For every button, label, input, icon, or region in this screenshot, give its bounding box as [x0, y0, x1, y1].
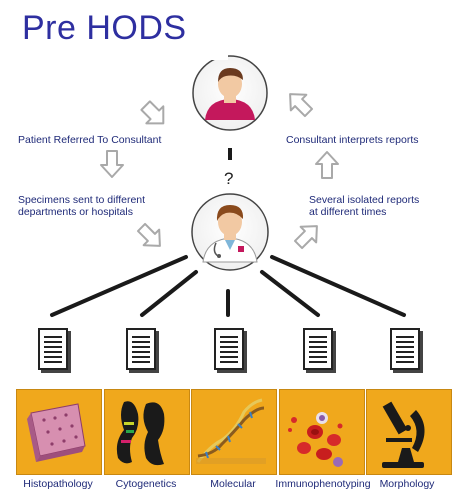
- caption-immunophenotyping: Immunophenotyping: [275, 478, 371, 490]
- consultant-node: [191, 193, 269, 271]
- caption-cytogenetics: Cytogenetics: [115, 478, 177, 490]
- page-title: Pre HODS: [8, 8, 228, 60]
- blood-cells-icon: [288, 412, 343, 467]
- question-mark: ?: [224, 169, 234, 188]
- report-document-icon: [126, 328, 156, 370]
- doctor-icon: [202, 205, 258, 263]
- report-document-icon: [38, 328, 68, 370]
- flow-arrows: [100, 93, 339, 250]
- connector-line-histopathology: [50, 255, 188, 317]
- caption-histopathology: Histopathology: [23, 478, 93, 490]
- label-reports-line1: Several isolated reports: [309, 194, 420, 206]
- tissue-sample-icon: [27, 403, 86, 462]
- caption-molecular: Molecular: [210, 478, 256, 490]
- dna-helix-icon: [196, 398, 266, 464]
- caption-morphology: Morphology: [379, 478, 435, 490]
- label-specimens-line2: departments or hospitals: [18, 206, 133, 218]
- connector-line-cytogenetics: [140, 270, 198, 317]
- connector-lines: [50, 255, 406, 317]
- label-interprets: Consultant interprets reports: [286, 134, 419, 146]
- arrow-down-left: [140, 100, 165, 125]
- patient-node: [192, 55, 268, 131]
- report-document-icon: [214, 328, 244, 370]
- arrow-up-right: [293, 225, 318, 250]
- label-referred: Patient Referred To Consultant: [18, 134, 162, 146]
- arrow-up: [315, 151, 339, 179]
- label-reports-line2: at different times: [309, 206, 387, 218]
- connector-line-immunophenotyping: [260, 270, 320, 317]
- tile-illustrations: [27, 398, 425, 468]
- chromosome-icon: [116, 401, 165, 466]
- arrow-up-left: [289, 93, 314, 118]
- patient-icon: [205, 68, 255, 120]
- microscope-icon: [382, 401, 425, 468]
- connector-line-morphology: [270, 255, 406, 317]
- report-document-icon: [390, 328, 420, 370]
- arrow-down-right: [136, 222, 161, 247]
- report-document-icon: [303, 328, 333, 370]
- arrow-down: [100, 150, 124, 178]
- label-specimens-line1: Specimens sent to different: [18, 194, 146, 206]
